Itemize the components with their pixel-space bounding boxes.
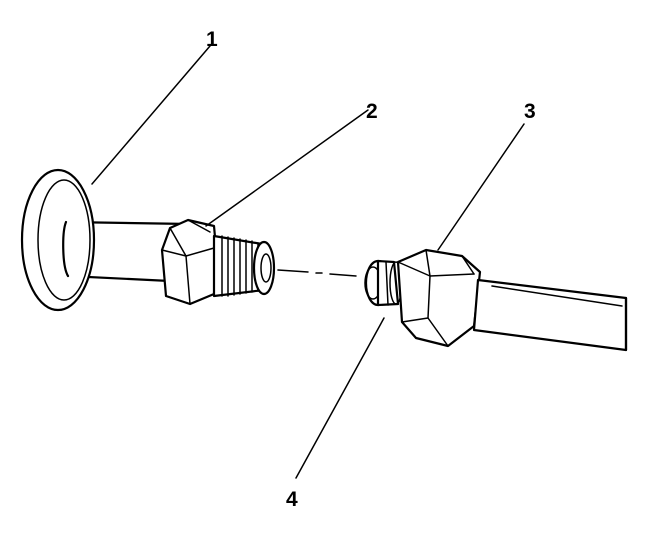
valve-body (20, 168, 192, 312)
callout-1: 1 (206, 28, 218, 51)
leader-line-4 (295, 317, 385, 479)
leader-line-1 (91, 45, 211, 185)
leader-lines (91, 45, 525, 479)
valve-hex-nut (160, 218, 218, 306)
threaded-stem (212, 234, 276, 298)
brake-line-tube (472, 278, 628, 352)
callout-4: 4 (286, 488, 298, 511)
callout-3: 3 (524, 100, 536, 123)
leader-line-2 (205, 109, 369, 227)
callout-2: 2 (366, 100, 378, 123)
tube-flare (364, 259, 403, 307)
tube-nut (396, 248, 482, 348)
centerline (277, 269, 357, 277)
leader-line-3 (437, 123, 525, 251)
